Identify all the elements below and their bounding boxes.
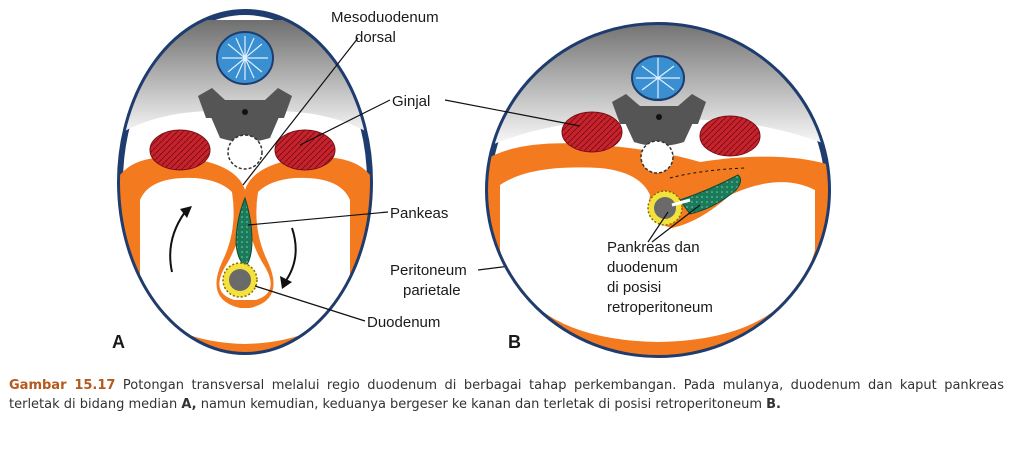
kidney-left-a [149,129,211,171]
caption-text-1: Potongan transversal melalui regio duode… [9,378,1004,412]
rotation-arrow-right-a [284,227,297,283]
figure-caption: Gambar 15.17 Potongan transversal melalu… [9,376,1004,414]
leader-pankreas-b1 [647,211,669,243]
label-peritoneum-1: Peritoneum [390,262,467,279]
peritoneal-cavity-b [500,167,815,342]
label-mesoduodenum-1: Mesoduodenum [331,9,439,26]
leader-ginjal-b [444,99,581,127]
label-pankreas-b-4: retroperitoneum [607,299,713,316]
label-duodenum: Duodenum [367,314,440,331]
fusion-dash-b [669,167,746,179]
label-pankeas: Pankeas [390,205,448,222]
aorta-a [227,134,263,170]
leader-mesoduodenum [242,37,359,186]
figure-number: Gambar 15.17 [9,378,116,393]
diagram: Mesoduodenum dorsal Ginjal Pankeas Perit… [112,9,831,358]
spinal-canal-b [656,114,662,120]
pancreas-b [679,174,742,215]
leader-duodenum [254,285,366,322]
leader-ginjal-a [299,99,391,146]
duodenum-highlight-b [671,198,691,207]
label-pankreas-b-3: di posisi [607,279,661,296]
label-mesoduodenum-2: dorsal [355,29,396,46]
label-pankreas-b-1: Pankreas dan [607,239,700,256]
panel-b-section [444,22,831,358]
rotation-arrow-left-head [180,206,192,218]
leader-pankreas-b2 [651,204,701,243]
duodenum-lumen-a [229,269,251,291]
caption-bold-a: A, [181,397,197,412]
panel-label-b: B [508,332,521,352]
spinal-cord-pattern-b [636,58,680,98]
label-peritoneum-2: parietale [403,282,461,299]
peritoneal-cavity-a [140,177,350,344]
kidney-left-b [561,111,623,153]
vertebral-body-b [622,110,696,146]
caption-bold-b: B. [766,397,781,412]
label-ginjal: Ginjal [392,93,430,110]
panel-a-section [117,9,511,355]
leader-pankeas [247,211,389,226]
duodenum-lumen-b [654,197,676,219]
rotation-arrow-right-head [280,276,292,289]
aorta-b [640,140,674,174]
rotation-arrow-left-a [169,211,186,273]
kidney-right-a [274,129,336,171]
kidney-right-b [699,115,761,157]
spinal-canal-a [242,109,248,115]
caption-text-2: namun kemudian, keduanya bergeser ke kan… [196,397,767,412]
vertebral-body-a [208,104,282,142]
label-pankreas-b-2: duodenum [607,259,678,276]
panel-label-a: A [112,332,125,352]
spinal-cord-pattern-a [222,36,268,80]
